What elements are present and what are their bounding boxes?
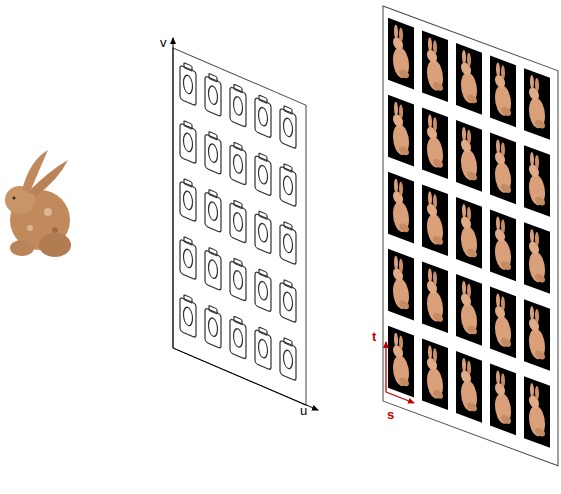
- camera-icon: [280, 336, 296, 381]
- camera-icon: [230, 83, 246, 128]
- camera-icon: [255, 151, 271, 196]
- camera-icon: [205, 304, 221, 349]
- camera-icon: [280, 104, 296, 149]
- bunny-thumbnail: [456, 43, 482, 115]
- axis-label: u: [300, 404, 307, 417]
- bunny-figure: [5, 150, 71, 257]
- camera-icon: [180, 235, 196, 280]
- t-axis: [385, 342, 386, 392]
- camera-icon: [180, 119, 196, 164]
- s-axis: [386, 392, 414, 403]
- camera-icon: [205, 246, 221, 291]
- bunny-thumbnail: [422, 107, 448, 179]
- camera-icon: [255, 209, 271, 254]
- bunny-thumbnail: [490, 287, 516, 359]
- u-axis: [173, 348, 318, 410]
- camera-icon: [205, 188, 221, 233]
- axis-label: t: [372, 330, 376, 343]
- camera-icon: [280, 220, 296, 265]
- camera-icon: [230, 141, 246, 186]
- axis-label: v: [160, 36, 167, 49]
- camera-icon: [205, 72, 221, 117]
- bunny-thumbnail: [524, 376, 550, 448]
- camera-icon: [230, 199, 246, 244]
- bunny-thumbnail: [388, 172, 414, 244]
- v-axis: [173, 38, 174, 348]
- camera-icon: [180, 177, 196, 222]
- bunny-thumbnail: [422, 30, 448, 102]
- camera-icon: [280, 162, 296, 207]
- bunny-thumbnail: [524, 299, 550, 371]
- bunny-thumbnail: [490, 210, 516, 282]
- image-plane: [383, 6, 558, 466]
- bunny-thumbnail: [490, 133, 516, 205]
- bunny-thumbnail: [456, 351, 482, 423]
- bunny-thumbnail: [456, 120, 482, 192]
- camera-icon: [230, 315, 246, 360]
- bunny-thumbnail: [456, 274, 482, 346]
- bunny-thumbnail: [422, 261, 448, 333]
- axis-label: s: [387, 408, 394, 421]
- bunny-thumbnail: [524, 68, 550, 140]
- camera-icon: [180, 293, 196, 338]
- bunny-thumbnail: [524, 145, 550, 217]
- bunny-thumbnail: [422, 184, 448, 256]
- camera-icon: [180, 61, 196, 106]
- camera-plane: [173, 48, 306, 405]
- camera-icon: [255, 267, 271, 312]
- camera-icon: [255, 93, 271, 138]
- bunny-thumbnail: [490, 364, 516, 436]
- bunny-thumbnail: [388, 95, 414, 167]
- camera-icon: [230, 257, 246, 302]
- camera-icon: [205, 130, 221, 175]
- bunny-thumbnail: [388, 18, 414, 90]
- bunny-thumbnail: [524, 222, 550, 294]
- camera-icon: [255, 325, 271, 370]
- bunny-thumbnail: [490, 56, 516, 128]
- bunny-thumbnail: [456, 197, 482, 269]
- bunny-thumbnail: [388, 326, 414, 398]
- camera-icon: [280, 278, 296, 323]
- bunny-thumbnail: [388, 249, 414, 321]
- bunny-thumbnail: [422, 338, 448, 410]
